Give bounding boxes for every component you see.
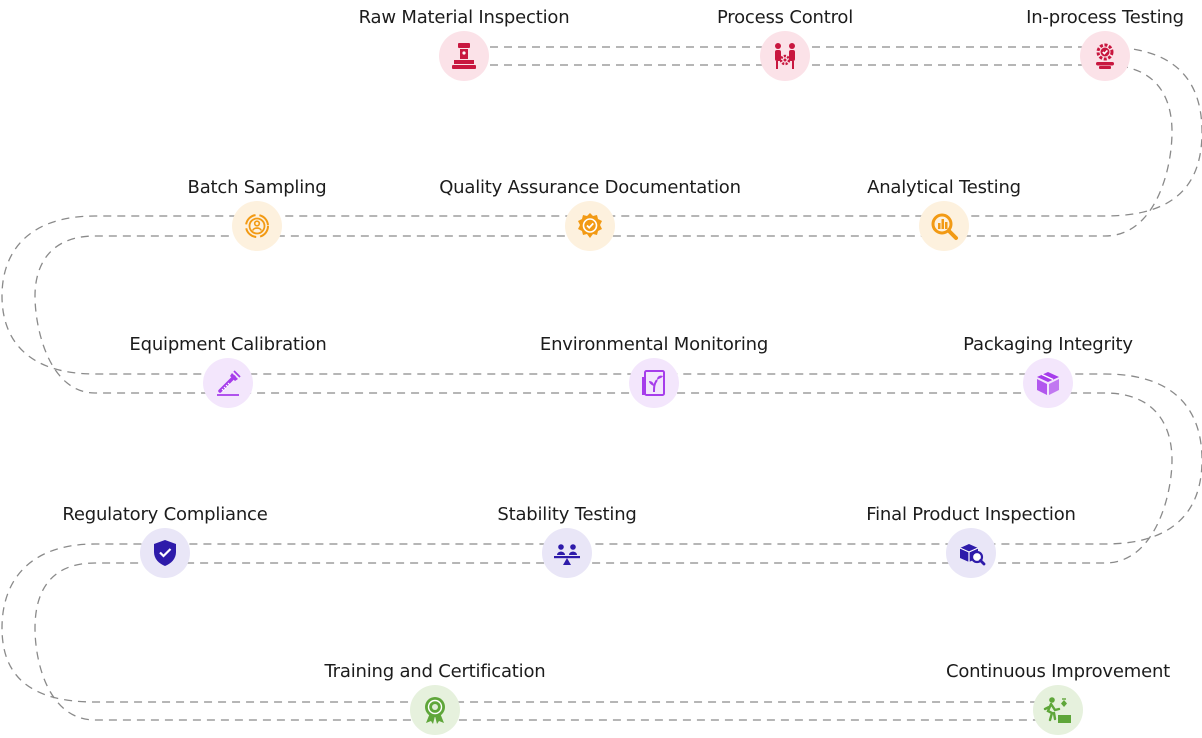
improvement-steps-icon: [1033, 685, 1083, 735]
package-box-icon: [1023, 358, 1073, 408]
step-label: Raw Material Inspection: [358, 7, 570, 28]
step-label: Equipment Calibration: [129, 334, 327, 355]
path-inner-lane: [34, 64, 1173, 721]
step-label: In-process Testing: [1026, 7, 1184, 28]
step-label: Training and Certification: [324, 661, 546, 682]
environment-monitor-icon: [629, 358, 679, 408]
calibration-tool-icon: [203, 358, 253, 408]
step-label: Final Product Inspection: [866, 504, 1076, 525]
stability-balance-icon: [542, 528, 592, 578]
shield-check-icon: [140, 528, 190, 578]
step-label: Environmental Monitoring: [539, 334, 769, 355]
step-label: Regulatory Compliance: [62, 504, 268, 525]
qa-badge-icon: [565, 201, 615, 251]
analytical-testing-icon: [919, 201, 969, 251]
batch-sampling-icon: [232, 201, 282, 251]
award-ribbon-icon: [410, 685, 460, 735]
step-label: Packaging Integrity: [963, 334, 1133, 355]
step-label: Stability Testing: [497, 504, 637, 525]
process-control-icon: [760, 31, 810, 81]
step-label: Process Control: [716, 7, 854, 28]
step-label: Analytical Testing: [867, 177, 1021, 198]
path-outer-lane: [1, 46, 1202, 703]
product-inspection-icon: [946, 528, 996, 578]
in-process-testing-icon: [1080, 31, 1130, 81]
step-label: Batch Sampling: [187, 177, 327, 198]
step-label: Continuous Improvement: [945, 661, 1171, 682]
step-label: Quality Assurance Documentation: [439, 177, 741, 198]
raw-material-icon: [439, 31, 489, 81]
